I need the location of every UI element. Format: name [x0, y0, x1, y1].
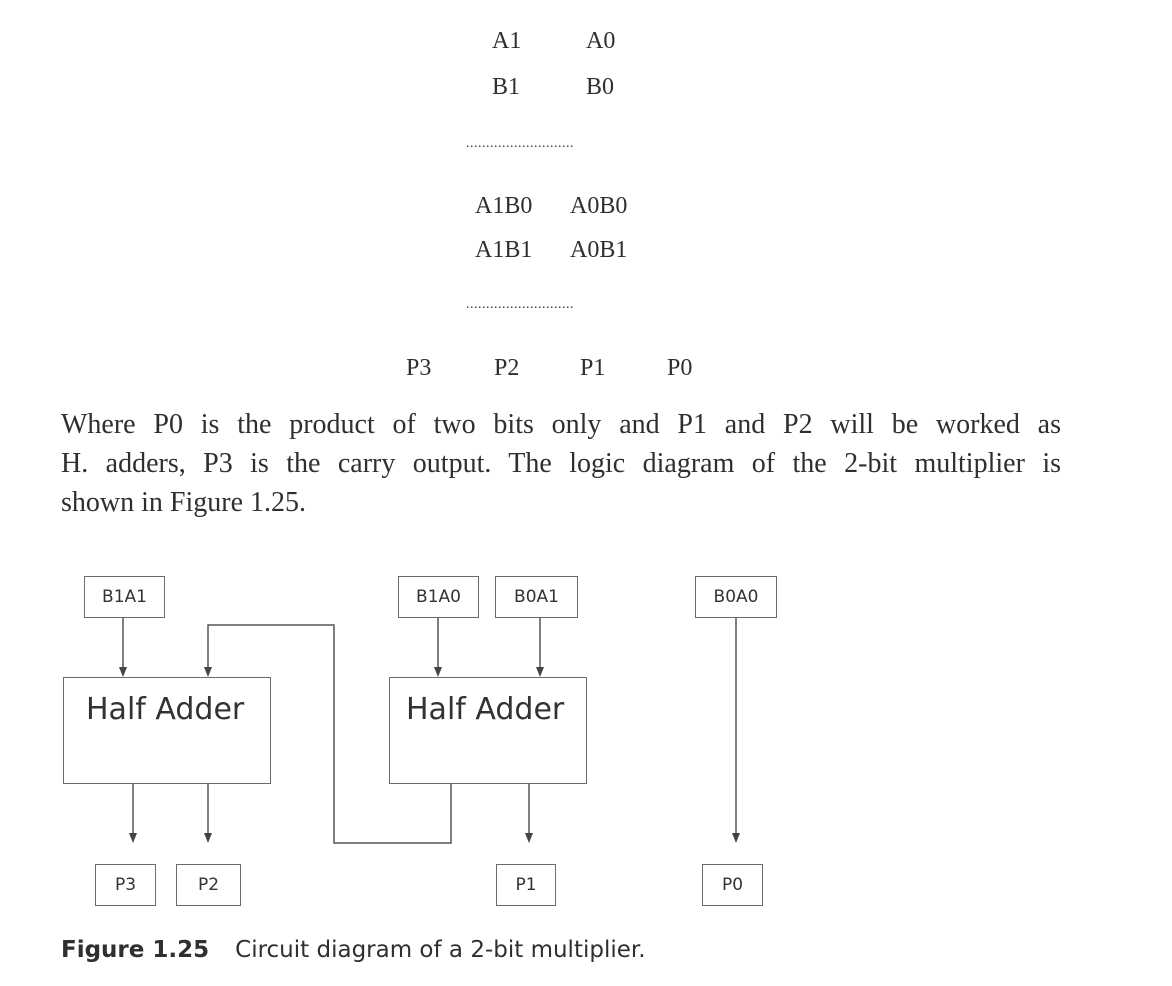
- input-b1a0-label: B1A0: [416, 587, 461, 607]
- wire-carry-feedback: [204, 624, 452, 844]
- output-p0-box: P0: [702, 864, 763, 906]
- result-p0: P0: [667, 355, 693, 381]
- figure-caption: Figure 1.25 Circuit diagram of a 2-bit mu…: [61, 937, 646, 963]
- paragraph-line-1: Where P0 is the product of two bits only…: [61, 409, 1061, 440]
- figure-caption-label: Figure 1.25: [61, 937, 210, 963]
- half-adder-left: Half Adder: [63, 677, 271, 784]
- figure-caption-text: Circuit diagram of a 2-bit multiplier.: [235, 937, 646, 963]
- output-p2-box: P2: [176, 864, 241, 906]
- term-a1: A1: [492, 28, 522, 54]
- input-b0a1-box: B0A1: [495, 576, 578, 618]
- partial-a0b0: A0B0: [570, 193, 628, 219]
- term-b0: B0: [586, 74, 615, 100]
- output-p0-label: P0: [721, 875, 744, 895]
- paragraph-line-2: H. adders, P3 is the carry output. The l…: [61, 448, 1061, 479]
- input-b1a1-label: B1A1: [102, 587, 147, 607]
- partial-a1b0: A1B0: [475, 193, 533, 219]
- half-adder-left-label: Half Adder: [86, 692, 245, 727]
- separator-line-2: ...........................: [466, 297, 574, 312]
- result-p1: P1: [580, 355, 606, 381]
- output-p1-label: P1: [515, 875, 537, 895]
- output-p2-label: P2: [197, 875, 220, 895]
- input-b0a1-label: B0A1: [514, 587, 559, 607]
- term-b1: B1: [492, 74, 521, 100]
- input-b1a0-box: B1A0: [398, 576, 479, 618]
- input-b0a0-label: B0A0: [713, 587, 759, 607]
- partial-a1b1: A1B1: [475, 237, 533, 263]
- output-p3-box: P3: [95, 864, 156, 906]
- half-adder-right: Half Adder: [389, 677, 587, 784]
- input-b0a0-box: B0A0: [695, 576, 777, 618]
- paragraph-line-3: shown in Figure 1.25.: [61, 487, 306, 518]
- term-a0: A0: [586, 28, 616, 54]
- input-b1a1-box: B1A1: [84, 576, 165, 618]
- result-p2: P2: [494, 355, 520, 381]
- partial-a0b1: A0B1: [570, 237, 628, 263]
- body-paragraph: Where P0 is the product of two bits only…: [61, 405, 1061, 522]
- half-adder-right-label: Half Adder: [406, 692, 565, 727]
- output-p3-label: P3: [114, 875, 137, 895]
- result-p3: P3: [406, 355, 432, 381]
- output-p1-box: P1: [496, 864, 556, 906]
- separator-line-1: ...........................: [466, 136, 574, 151]
